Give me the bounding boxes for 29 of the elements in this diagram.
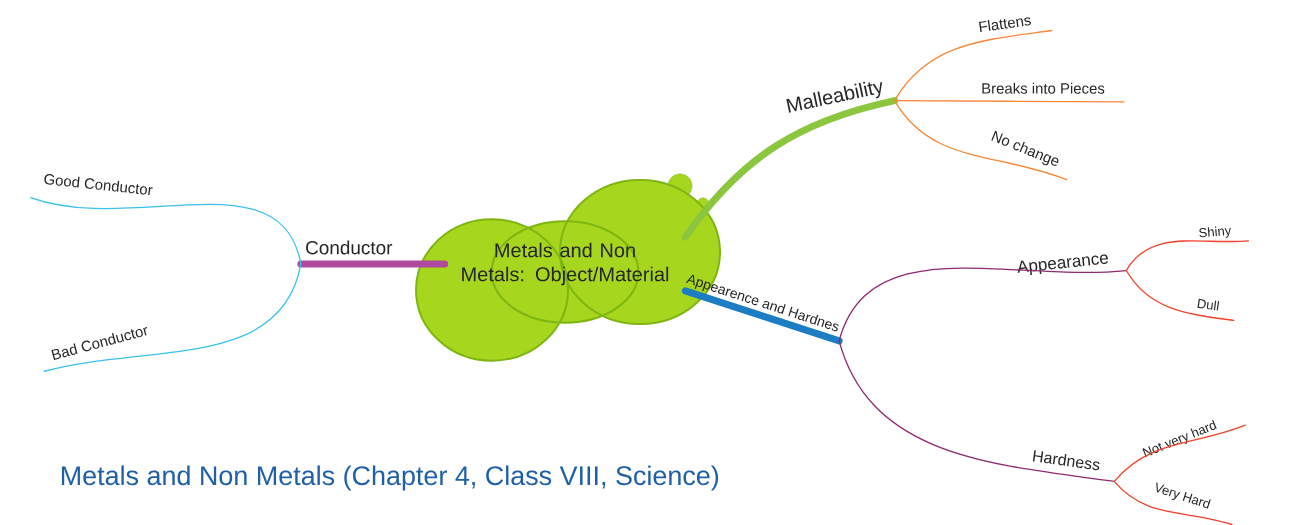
- branch-label: Conductor: [306, 240, 393, 255]
- branch-line: [838, 267, 1127, 342]
- branch-line: [1113, 480, 1233, 525]
- leaf-label: No change: [991, 130, 1059, 166]
- branch-label: Malleability: [786, 81, 883, 113]
- branch-line: [1113, 424, 1246, 483]
- leaf-label: Very Hard: [1156, 482, 1211, 509]
- leaf-label: Not very hard: [1142, 419, 1217, 458]
- leaf-label: Dull: [1197, 298, 1220, 311]
- branch-line: [681, 97, 899, 241]
- blob-label: Metals and Non Metals: Object/Material: [462, 242, 669, 286]
- branch-label: Appearance: [1017, 254, 1108, 276]
- branch-line: [893, 99, 1125, 103]
- branch-line: [30, 196, 302, 265]
- branch-line: [43, 263, 302, 372]
- leaf-label: Bad Conductor: [51, 326, 148, 361]
- leaf-label: Shiny: [1199, 226, 1231, 238]
- branch-line: [893, 29, 1053, 102]
- caption: Metals and Non Metals (Chapter 4, Class VIII, Science): [61, 465, 719, 491]
- branch-line: [297, 260, 449, 268]
- branch-line: [893, 99, 1068, 181]
- branch-line: [838, 340, 1115, 483]
- branch-line: [1125, 269, 1235, 322]
- branch-label: Hardness: [1032, 450, 1100, 471]
- leaf-label: Good Conductor: [44, 174, 153, 196]
- branch-line: [681, 287, 843, 345]
- branch-line: [1125, 240, 1250, 272]
- leaf-label: Flattens: [979, 17, 1031, 33]
- leaf-label: Breaks into Pieces: [982, 82, 1105, 94]
